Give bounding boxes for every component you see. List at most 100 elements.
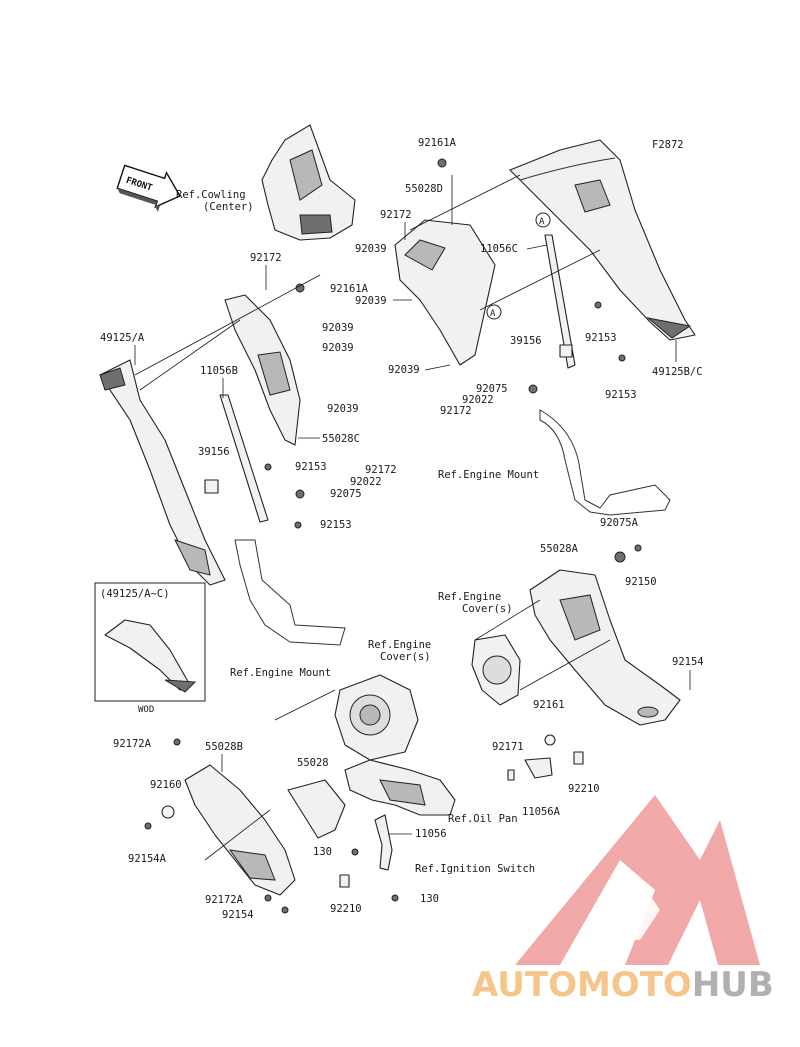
ref-engine-mount-left-part (234, 539, 346, 646)
bracket-11056A-part (524, 757, 553, 779)
bolt-130-b (391, 894, 399, 902)
label-92153-r1: 92153 (585, 332, 617, 344)
ref-engine-cover-mid-label: Ref.Engine (368, 639, 431, 651)
guard-55028-part (287, 779, 346, 839)
label-92039-l1: 92039 (322, 322, 354, 334)
figure-code: F2872 (652, 139, 684, 151)
nut-92161A-l (295, 283, 305, 293)
label-92153-l1: 92153 (295, 461, 327, 473)
cover-55028D-part (394, 219, 496, 366)
bolt-130-a (351, 848, 359, 856)
watermark-text: AUTOMOTOHUB (472, 965, 774, 1005)
label-92161A-top: 92161A (418, 137, 457, 149)
circle-marker-a-2: A (535, 212, 551, 228)
label-11056A: 11056A (522, 806, 561, 818)
svg-text:A: A (490, 309, 496, 319)
clip-39156-r (559, 344, 573, 358)
label-130-a: 130 (313, 846, 332, 858)
circle-marker-a-1: A (486, 304, 502, 320)
label-92210-b: 92210 (330, 903, 362, 915)
bolt-92172A-t (173, 738, 181, 746)
collar-92075-r (528, 384, 538, 394)
inset-caption: (49125/A~C) (100, 588, 170, 600)
ref-engine-cover-mid-sub-label: Cover(s) (380, 651, 431, 663)
ref-engine-cover-left-part (471, 634, 521, 706)
svg-text:A: A (539, 217, 545, 227)
ref-oil-pan-label: Ref.Oil Pan (448, 813, 518, 825)
label-92161A-l: 92161A (330, 283, 369, 295)
bracket-11056-part (374, 814, 393, 871)
label-55028D: 55028D (405, 183, 443, 195)
label-92154A: 92154A (128, 853, 167, 865)
watermark-logo (515, 795, 760, 965)
label-92172-l: 92172 (250, 252, 282, 264)
bolt-92153-l2 (294, 521, 302, 529)
label-92210-r: 92210 (568, 783, 600, 795)
ref-engine-cover-left-sub-label: Cover(s) (462, 603, 513, 615)
front-arrow-icon: FRONT (116, 164, 181, 212)
label-92154-r: 92154 (672, 656, 704, 668)
label-92075A: 92075A (600, 517, 639, 529)
label-130-b: 130 (420, 893, 439, 905)
grommet-92161 (544, 734, 556, 746)
label-55028B: 55028B (205, 741, 243, 753)
collar-92075A (614, 551, 626, 563)
right-side-cowl-part (509, 139, 696, 341)
label-92150: 92150 (625, 576, 657, 588)
label-92171: 92171 (492, 741, 524, 753)
label-92161: 92161 (533, 699, 565, 711)
label-92160: 92160 (150, 779, 182, 791)
label-92039-l2: 92039 (322, 342, 354, 354)
bracket-11056C-part (544, 234, 576, 369)
label-92153-l2: 92153 (320, 519, 352, 531)
label-92172A-t: 92172A (113, 738, 152, 750)
cover-55028B-part (184, 764, 296, 896)
label-92039-a: 92039 (355, 243, 387, 255)
label-55028C: 55028C (322, 433, 360, 445)
collar-92210-b (339, 874, 350, 888)
label-11056B: 11056B (200, 365, 238, 377)
bolt-92153-r2 (618, 354, 626, 362)
label-49125BC: 49125B/C (652, 366, 703, 378)
ref-engine-mount-right-label: Ref.Engine Mount (438, 469, 539, 481)
ref-cowling-label: Ref.Cowling (176, 189, 246, 201)
ref-ignition-switch-label: Ref.Ignition Switch (415, 863, 535, 875)
bracket-11056B-part (219, 394, 269, 523)
label-92154-b: 92154 (222, 909, 254, 921)
ref-engine-mount-left-label: Ref.Engine Mount (230, 667, 331, 679)
label-92075-l: 92075 (330, 488, 362, 500)
label-11056C: 11056C (480, 243, 518, 255)
bolt-92153-r1 (594, 301, 602, 309)
inset-sublabel: WOD (138, 705, 154, 715)
label-92153-r2: 92153 (605, 389, 637, 401)
collar-92075-l (295, 489, 305, 499)
bolt-92154-b (281, 906, 289, 914)
label-92022-r: 92022 (462, 394, 494, 406)
label-11056: 11056 (415, 828, 447, 840)
bolt-92153-l1 (264, 463, 272, 471)
grommet-92160 (161, 805, 175, 819)
label-92172-top: 92172 (380, 209, 412, 221)
cover-55028A-part (529, 569, 681, 726)
label-92075-r: 92075 (476, 383, 508, 395)
bolt-92150 (634, 544, 642, 552)
label-92039-c: 92039 (388, 364, 420, 376)
label-39156-l: 39156 (198, 446, 230, 458)
bolt-92154A (144, 822, 152, 830)
left-side-cowl-part (99, 359, 226, 586)
clip-39156-l (204, 479, 219, 494)
variant-inset-box: (49125/A~C) (94, 582, 206, 702)
svg-text:AUTOMOTOHUB: AUTOMOTOHUB (472, 965, 774, 1005)
ref-oil-pan-part (344, 759, 456, 816)
label-49125A: 49125/A (100, 332, 145, 344)
label-55028A: 55028A (540, 543, 579, 555)
label-92172A-b: 92172A (205, 894, 244, 906)
ref-cowling-center-part (261, 124, 356, 241)
clip-92171 (507, 769, 515, 781)
label-92172-r: 92172 (440, 405, 472, 417)
label-55028: 55028 (297, 757, 329, 769)
nut-92161A-top (437, 158, 447, 168)
cover-55028C-part (224, 294, 301, 446)
ref-cowling-sub-label: (Center) (203, 201, 254, 213)
